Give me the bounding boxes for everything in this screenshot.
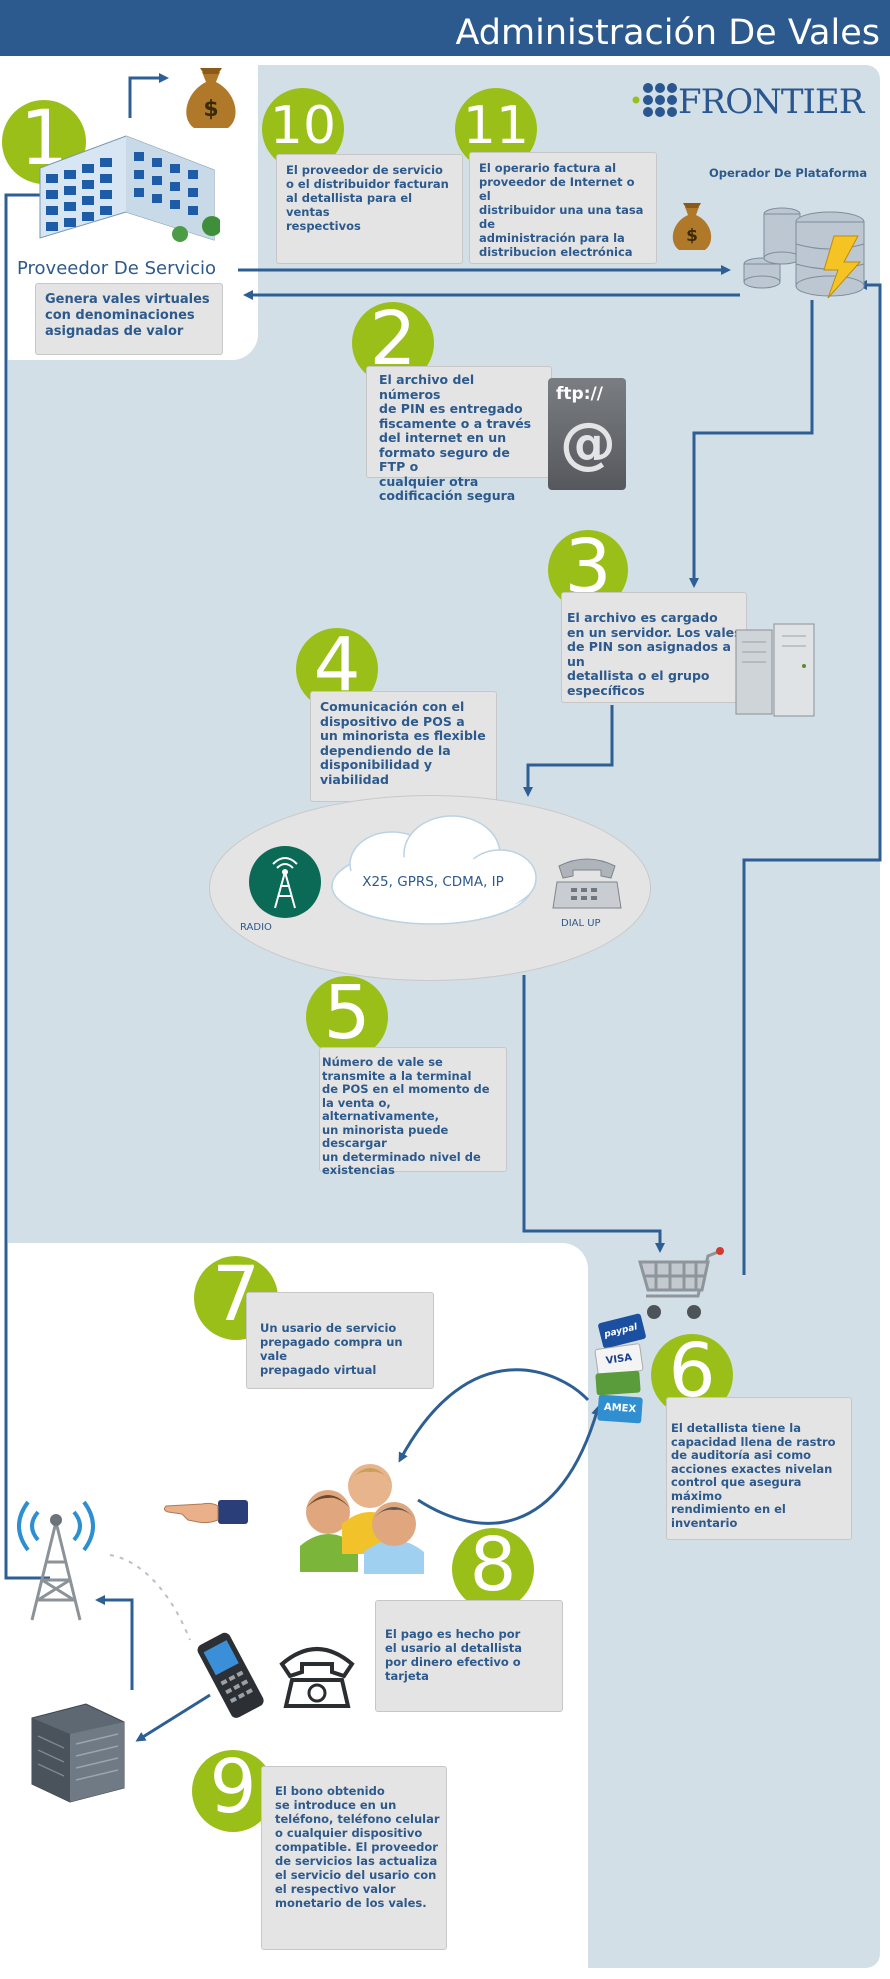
radio-label: RADIO bbox=[240, 922, 272, 933]
money-bag-icon: $ bbox=[180, 58, 242, 132]
building-icon bbox=[30, 130, 220, 248]
step-2-number: 2 bbox=[369, 296, 417, 382]
cloud-icon: X25, GPRS, CDMA, IP bbox=[322, 808, 542, 934]
radio-icon bbox=[249, 846, 321, 918]
step-7-description: Un usario de servicio prepagado compra u… bbox=[246, 1292, 434, 1389]
cell-tower-icon bbox=[8, 1484, 104, 1624]
page-title: Administración De Vales bbox=[455, 13, 880, 53]
step-11-description: El operario factura al proveedor de Inte… bbox=[469, 152, 657, 264]
frontier-dots-icon bbox=[632, 83, 677, 117]
protocols-label: X25, GPRS, CDMA, IP bbox=[362, 874, 504, 890]
dialup-label: DIAL UP bbox=[561, 918, 601, 929]
pointing-hand-icon bbox=[162, 1494, 250, 1528]
step-11-number: 11 bbox=[462, 96, 530, 156]
step-9-circle bbox=[192, 1750, 274, 1832]
step-4-description: Comunicación con el dispositivo de POS a… bbox=[310, 691, 497, 802]
dollar-symbol-small: $ bbox=[686, 226, 698, 246]
brand-name: FRONTIER bbox=[678, 82, 864, 122]
desk-phone-icon bbox=[276, 1640, 358, 1712]
step-8-number: 8 bbox=[469, 1522, 517, 1608]
frontier-logo: FRONTIER bbox=[630, 78, 864, 128]
step-9-number: 9 bbox=[209, 1744, 257, 1830]
ftp-label: ftp:// bbox=[556, 384, 603, 404]
step-5-number: 5 bbox=[323, 970, 371, 1056]
step-4-number: 4 bbox=[313, 622, 361, 708]
dollar-symbol: $ bbox=[203, 97, 218, 122]
small-money-bag-icon: $ bbox=[668, 196, 716, 254]
users-group-icon bbox=[298, 1442, 440, 1574]
card-misc bbox=[595, 1370, 641, 1396]
operator-label: Operador De Plataforma bbox=[709, 166, 868, 180]
step-5-description: Número de vale se transmite a la termina… bbox=[319, 1047, 507, 1177]
database-icon bbox=[738, 202, 874, 302]
shopping-cart-icon bbox=[636, 1246, 726, 1330]
step-9-description: El bono obtenido se introduce en un telé… bbox=[261, 1766, 447, 1950]
mobile-phone-icon bbox=[188, 1628, 274, 1720]
provider-label: Proveedor De Servicio bbox=[17, 258, 217, 279]
step-10-description: El proveedor de servicio o el distribuid… bbox=[276, 154, 463, 264]
payment-cards-icon: paypal VISA AMEX bbox=[592, 1300, 648, 1430]
step-6-number: 6 bbox=[668, 1328, 716, 1414]
ftp-icon: ftp:// @ bbox=[548, 378, 626, 490]
step-1-description: Genera vales virtuales con denominacione… bbox=[35, 283, 223, 355]
step-6-description: El detallista tiene la capacidad llena d… bbox=[666, 1397, 852, 1540]
step-3-description: El archivo es cargado en un servidor. Lo… bbox=[561, 592, 747, 703]
dialup-phone-icon bbox=[551, 852, 623, 914]
step-8-circle bbox=[452, 1528, 534, 1610]
step-3-number: 3 bbox=[564, 524, 612, 610]
header-bar bbox=[0, 0, 890, 56]
step-10-number: 10 bbox=[269, 96, 337, 156]
step-5-circle bbox=[306, 976, 388, 1058]
card-amex: AMEX bbox=[597, 1394, 643, 1424]
step-8-description: El pago es hecho por el usario al detall… bbox=[375, 1600, 563, 1712]
server-rack-icon bbox=[734, 622, 816, 718]
at-symbol: @ bbox=[560, 411, 616, 476]
step-2-description: El archivo del números de PIN es entrega… bbox=[366, 366, 552, 503]
server-cabinet-icon bbox=[26, 1700, 130, 1804]
